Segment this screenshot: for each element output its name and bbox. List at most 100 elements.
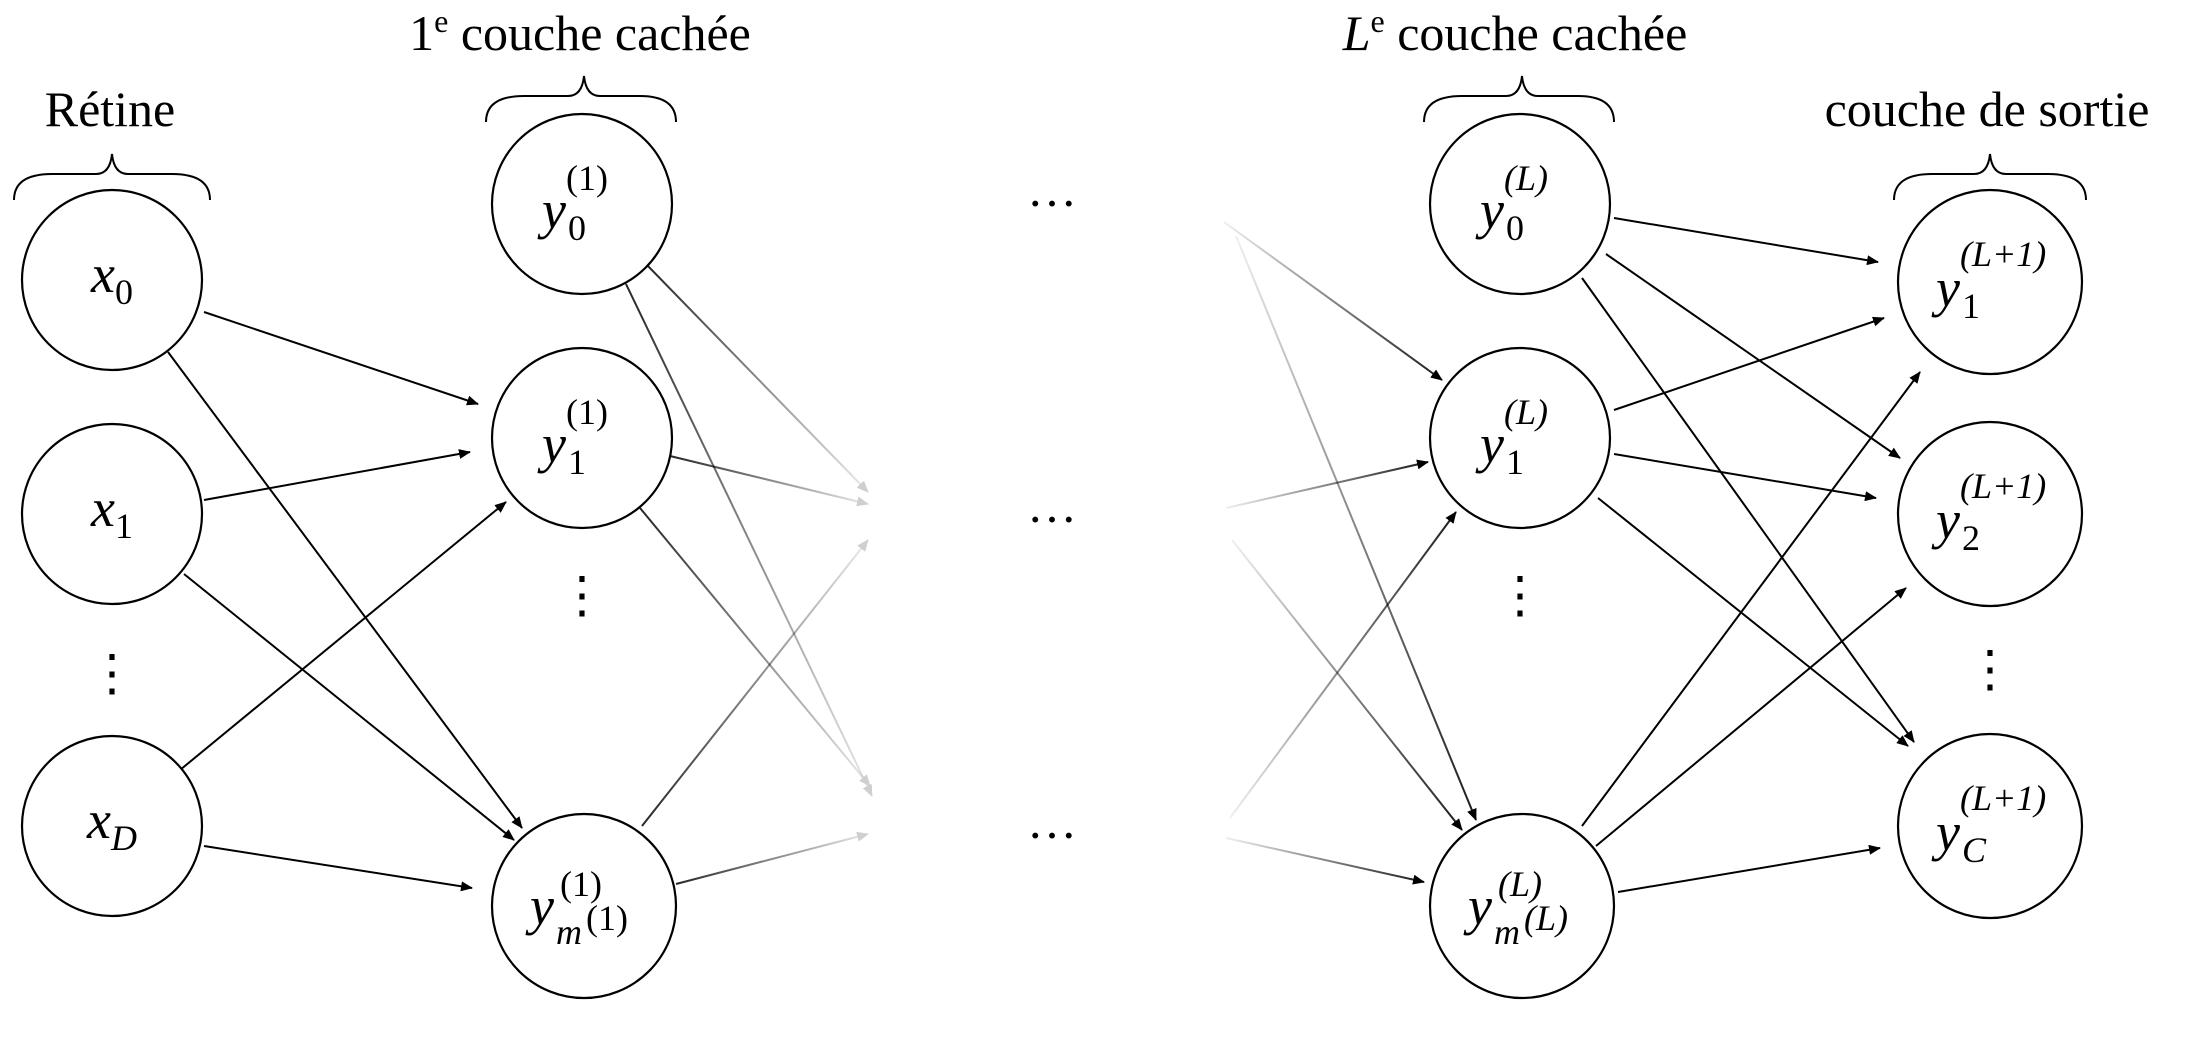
edge: [167, 351, 523, 829]
edge: [1581, 371, 1921, 827]
hidden-first-brace: [485, 75, 677, 123]
horizontal-ellipsis: …: [1027, 477, 1077, 533]
input-layer-nodes: x0 x1 ⋮ xD: [20, 188, 204, 918]
output-layer-header: couche de sortie: [1825, 81, 2150, 201]
svg-text:y: y: [1475, 180, 1504, 240]
input-layer-title: Rétine: [45, 81, 176, 137]
svg-text:y: y: [537, 414, 566, 474]
edges-input-to-hidden1: [167, 311, 523, 892]
edge: [639, 507, 871, 787]
hiddenL-vertical-ellipsis: ⋮: [1495, 567, 1545, 623]
edge: [1613, 453, 1877, 502]
edge: [1613, 316, 1885, 411]
edge: [1613, 217, 1879, 266]
svg-text:(L): (L): [1504, 392, 1548, 432]
svg-text:(L+1): (L+1): [1960, 778, 2046, 818]
edge: [203, 845, 473, 892]
edge: [1617, 844, 1881, 893]
hidden1-vertical-ellipsis: ⋮: [557, 567, 607, 623]
svg-text:(1): (1): [566, 392, 608, 432]
edge: [1595, 587, 1907, 847]
edge: [645, 263, 869, 493]
edge: [1229, 511, 1457, 819]
output-layer-nodes: y (L+1) 1 y (L+1) 2 ⋮ y (L+1) C: [1896, 188, 2084, 920]
node-x0: x0: [20, 188, 204, 372]
svg-text:x1: x1: [90, 478, 133, 546]
svg-text:(1): (1): [566, 158, 608, 198]
edge: [675, 831, 869, 885]
svg-text:y: y: [1463, 876, 1492, 936]
edge: [179, 501, 507, 771]
svg-text:y: y: [537, 180, 566, 240]
horizontal-ellipsis: …: [1027, 161, 1077, 217]
node-y1-1: y (1) 1: [490, 346, 674, 530]
edge: [1225, 459, 1429, 509]
edge: [1223, 221, 1443, 381]
edge: [183, 573, 515, 841]
node-x1: x1: [20, 422, 204, 606]
node-y2-out: y (L+1) 2: [1896, 420, 2084, 608]
svg-text:C: C: [1962, 830, 1987, 870]
hidden-last-title: Le couche cachée: [1342, 3, 1688, 61]
svg-text:m: m: [1494, 912, 1520, 952]
edge: [1225, 837, 1425, 885]
node-y1-L: y (L) 1: [1428, 346, 1612, 530]
hidden-last-nodes: y (L) 0 y (L) 1 ⋮ y (L) m (L): [1428, 112, 1616, 1000]
svg-text:0: 0: [1506, 208, 1524, 248]
svg-text:y: y: [1931, 258, 1960, 318]
svg-text:(1): (1): [560, 864, 602, 904]
edge: [203, 449, 471, 501]
svg-text:xD: xD: [86, 790, 137, 858]
svg-text:2: 2: [1962, 518, 1980, 558]
edge: [1231, 539, 1463, 831]
hidden-last-brace: [1423, 75, 1615, 123]
node-y0-1: y (1) 0: [490, 112, 674, 296]
edge: [203, 311, 479, 406]
output-layer-title: couche de sortie: [1825, 81, 2150, 137]
node-ym-1: y (1) m (1): [490, 812, 678, 1000]
edge: [1581, 277, 1915, 743]
output-layer-brace: [1893, 153, 2087, 201]
svg-text:(L): (L): [1524, 898, 1568, 938]
svg-text:x0: x0: [90, 244, 133, 312]
svg-text:y: y: [1475, 414, 1504, 474]
output-vertical-ellipsis: ⋮: [1965, 641, 2015, 697]
edge: [625, 283, 873, 797]
svg-text:1: 1: [568, 442, 586, 482]
edges-hidden1-to-middle: [625, 263, 873, 885]
edge: [669, 455, 869, 507]
hidden-first-title: 1e couche cachée: [409, 3, 751, 61]
edge: [1235, 235, 1477, 821]
svg-text:(1): (1): [586, 898, 628, 938]
svg-text:1: 1: [1962, 286, 1980, 326]
horizontal-ellipsis: …: [1027, 793, 1077, 849]
node-yC-out: y (L+1) C: [1896, 732, 2084, 920]
svg-text:0: 0: [568, 208, 586, 248]
svg-text:1: 1: [1506, 442, 1524, 482]
svg-text:(L+1): (L+1): [1960, 234, 2046, 274]
svg-text:(L): (L): [1504, 158, 1548, 198]
edge: [1605, 253, 1901, 459]
node-xD: xD: [20, 734, 204, 918]
edge: [641, 539, 869, 827]
hidden-first-header: 1e couche cachée: [409, 3, 751, 123]
node-y0-L: y (L) 0: [1428, 112, 1612, 296]
node-ym-L: y (L) m (L): [1428, 812, 1616, 1000]
edges-middle-to-hiddenL: [1223, 221, 1477, 885]
hidden-first-nodes: y (1) 0 y (1) 1 ⋮ y (1) m (1): [490, 112, 678, 1000]
node-y1-out: y (L+1) 1: [1896, 188, 2084, 376]
edges-hiddenL-to-output: [1581, 217, 1921, 893]
input-vertical-ellipsis: ⋮: [87, 645, 137, 701]
svg-text:(L): (L): [1498, 864, 1542, 904]
middle-ellipses: … … …: [1027, 161, 1077, 849]
svg-text:y: y: [1931, 490, 1960, 550]
hidden-last-header: Le couche cachée: [1342, 3, 1688, 123]
svg-text:(L+1): (L+1): [1960, 466, 2046, 506]
input-layer-header: Rétine: [13, 81, 211, 201]
edge: [1597, 497, 1909, 747]
input-layer-brace: [13, 153, 211, 201]
svg-text:m: m: [556, 912, 582, 952]
svg-text:y: y: [1931, 802, 1960, 862]
svg-text:y: y: [525, 876, 554, 936]
